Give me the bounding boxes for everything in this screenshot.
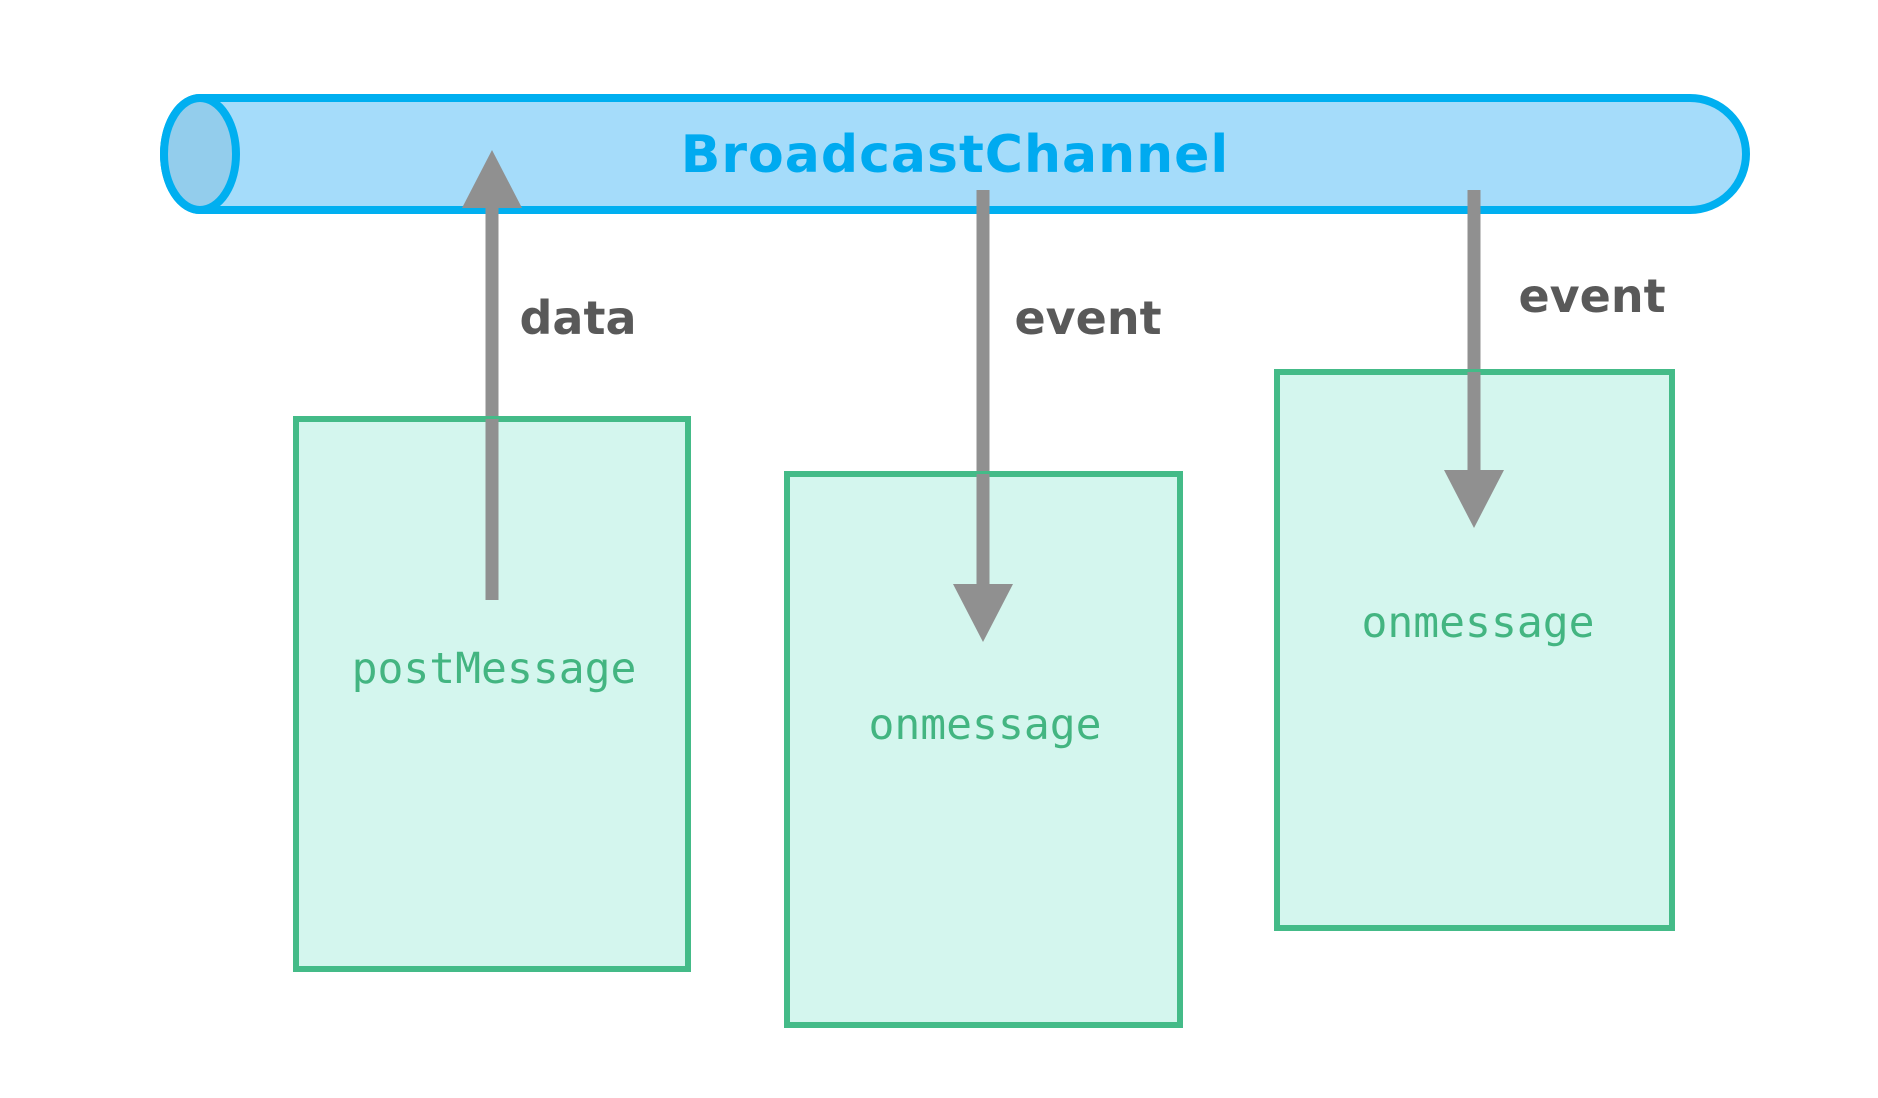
edge-label-data: data	[520, 291, 637, 345]
edge-event-1-arrowhead-overlay	[953, 584, 1013, 642]
edge-overlay-group	[485, 372, 1504, 642]
edge-label-event-1: event	[1014, 291, 1161, 345]
cylinder-left-cap	[160, 94, 240, 214]
node-onmessage-1-box[interactable]	[784, 471, 1183, 1028]
edge-event-2-arrowhead-overlay	[1444, 470, 1504, 528]
broadcast-channel-cylinder[interactable]	[160, 94, 1750, 214]
edge-label-event-2: event	[1518, 269, 1665, 323]
channel-title: BroadcastChannel	[681, 125, 1229, 185]
node-onmessage-2-label: onmessage	[1362, 598, 1595, 648]
node-onmessage-1-label: onmessage	[869, 700, 1102, 750]
node-postmessage-label: postMessage	[352, 644, 637, 694]
edge-data-arrowhead	[462, 150, 522, 208]
